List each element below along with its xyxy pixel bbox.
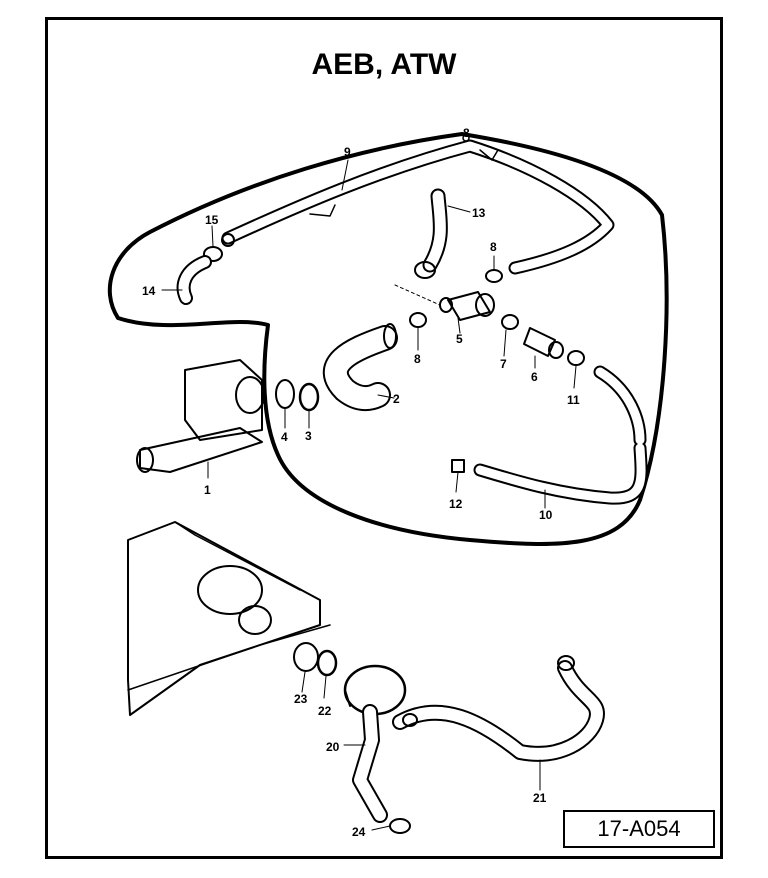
- o-ring-22: [316, 649, 338, 677]
- clip-8-upper: [485, 269, 503, 283]
- part-label-4: 4: [281, 430, 288, 444]
- part-label-7: 7: [500, 357, 507, 371]
- group-outline: [107, 132, 669, 546]
- part-label-12: 12: [449, 497, 463, 511]
- leader-lines: [161, 159, 577, 831]
- part-label-24: 24: [352, 825, 366, 839]
- oil-separator-1: [136, 359, 265, 473]
- part-label-15: 15: [205, 213, 219, 227]
- part-label-8-left: 8: [414, 352, 421, 366]
- part-label-8-top: 8: [463, 126, 470, 140]
- part-label-23: 23: [294, 692, 308, 706]
- part-label-14: 14: [142, 284, 156, 298]
- part-label-22: 22: [318, 704, 332, 718]
- diagram-frame: [45, 17, 723, 859]
- part-label-2: 2: [393, 392, 400, 406]
- connector-5: [394, 284, 495, 321]
- elbow-14: [176, 255, 212, 305]
- hose-10: [473, 365, 648, 505]
- valve-6: [523, 327, 564, 359]
- separator-20: [343, 664, 407, 823]
- part-label-5: 5: [456, 332, 463, 346]
- diagram-title: AEB, ATW: [311, 48, 457, 81]
- clip-12: [451, 459, 465, 473]
- clip-15: [203, 233, 235, 262]
- part-label-10: 10: [539, 508, 553, 522]
- part-label-1: 1: [204, 483, 211, 497]
- part-label-9: 9: [344, 145, 351, 159]
- clip-7: [501, 314, 519, 330]
- part-label-20: 20: [326, 740, 340, 754]
- part-label-6: 6: [531, 370, 538, 384]
- hose-21: [392, 655, 605, 762]
- o-ring-3: [298, 382, 320, 412]
- part-label-13: 13: [472, 206, 486, 220]
- clip-24: [389, 818, 411, 834]
- clip-8-left: [409, 312, 427, 328]
- seal-4: [275, 379, 295, 409]
- reference-code-box: 17-A054: [563, 810, 715, 848]
- engine-block: [127, 521, 331, 716]
- hose-13: [414, 188, 448, 279]
- part-label-21: 21: [533, 791, 547, 805]
- seal-23: [293, 642, 319, 672]
- part-label-3: 3: [305, 429, 312, 443]
- part-label-8-upper: 8: [490, 240, 497, 254]
- hose-2: [322, 323, 398, 412]
- clip-11: [567, 350, 585, 366]
- hose-9: [221, 134, 615, 275]
- part-label-11: 11: [567, 393, 580, 407]
